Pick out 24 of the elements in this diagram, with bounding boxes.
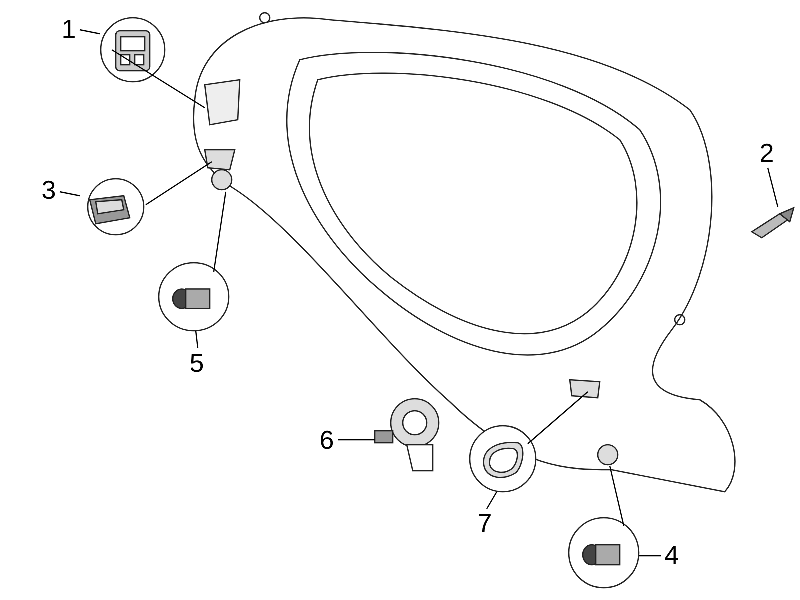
leader-line — [639, 555, 661, 557]
leader-line — [60, 191, 80, 197]
leader-line — [486, 492, 498, 510]
leader-line — [112, 50, 206, 108]
callout-number: 2 — [756, 138, 778, 168]
callout-number: 3 — [38, 175, 60, 205]
leader-line — [609, 466, 625, 526]
leader-line — [528, 392, 588, 444]
callout-number: 4 — [661, 540, 683, 570]
callout-number: 1 — [58, 14, 80, 44]
leader-line — [213, 192, 227, 272]
leader-line — [146, 162, 212, 206]
callout-number: 7 — [474, 508, 496, 538]
callout-number: 5 — [186, 348, 208, 378]
callout-number: 6 — [316, 425, 338, 455]
leader-line — [338, 439, 375, 441]
leader-line — [80, 29, 100, 35]
push-button-drawing — [568, 517, 640, 589]
switch-drawing — [100, 17, 166, 83]
trim-drawing — [468, 425, 538, 493]
leader-line — [195, 330, 199, 348]
leader-line — [767, 168, 779, 208]
push-button-drawing — [158, 262, 230, 332]
bulb-drawing — [750, 206, 796, 240]
